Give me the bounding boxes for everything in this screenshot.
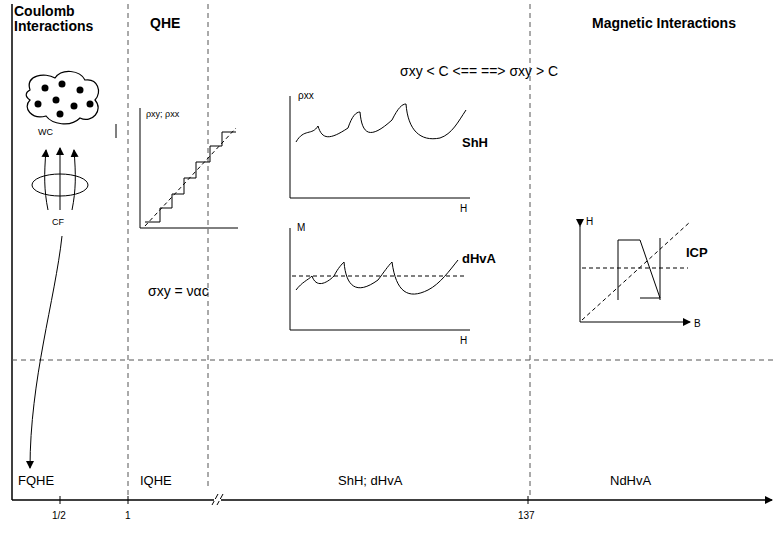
- regime-label: NdHvA: [610, 474, 651, 488]
- regime-note: σxy < C <== ==> σxy > C: [400, 64, 558, 79]
- axis-label: ρxy; ρxx: [146, 110, 179, 120]
- tick-label: 137: [518, 510, 535, 521]
- regime-label: FQHE: [18, 474, 54, 488]
- plot-title: ICP: [686, 246, 708, 260]
- plot-title: ShH: [462, 136, 488, 150]
- axis-label: ρxx: [298, 90, 314, 101]
- axis-label: M: [297, 222, 305, 233]
- axis-label: B: [694, 318, 701, 329]
- column-heading: QHE: [150, 16, 180, 31]
- regime-label: IQHE: [140, 474, 172, 488]
- formula: σxy = ναc: [148, 284, 209, 299]
- axis-label: H: [460, 335, 467, 346]
- axis-label: H: [460, 203, 467, 214]
- column-heading: Coulomb Interactions: [14, 4, 124, 35]
- plot-title: dHvA: [462, 252, 496, 266]
- figure-label: CF: [52, 218, 64, 228]
- tick-label: 1/2: [52, 510, 66, 521]
- axis-label: H: [586, 216, 593, 227]
- tick-label: 1: [125, 510, 131, 521]
- regime-label: ShH; dHvA: [338, 474, 402, 488]
- figure-label: WC: [38, 128, 53, 138]
- column-heading: Magnetic Interactions: [592, 16, 736, 31]
